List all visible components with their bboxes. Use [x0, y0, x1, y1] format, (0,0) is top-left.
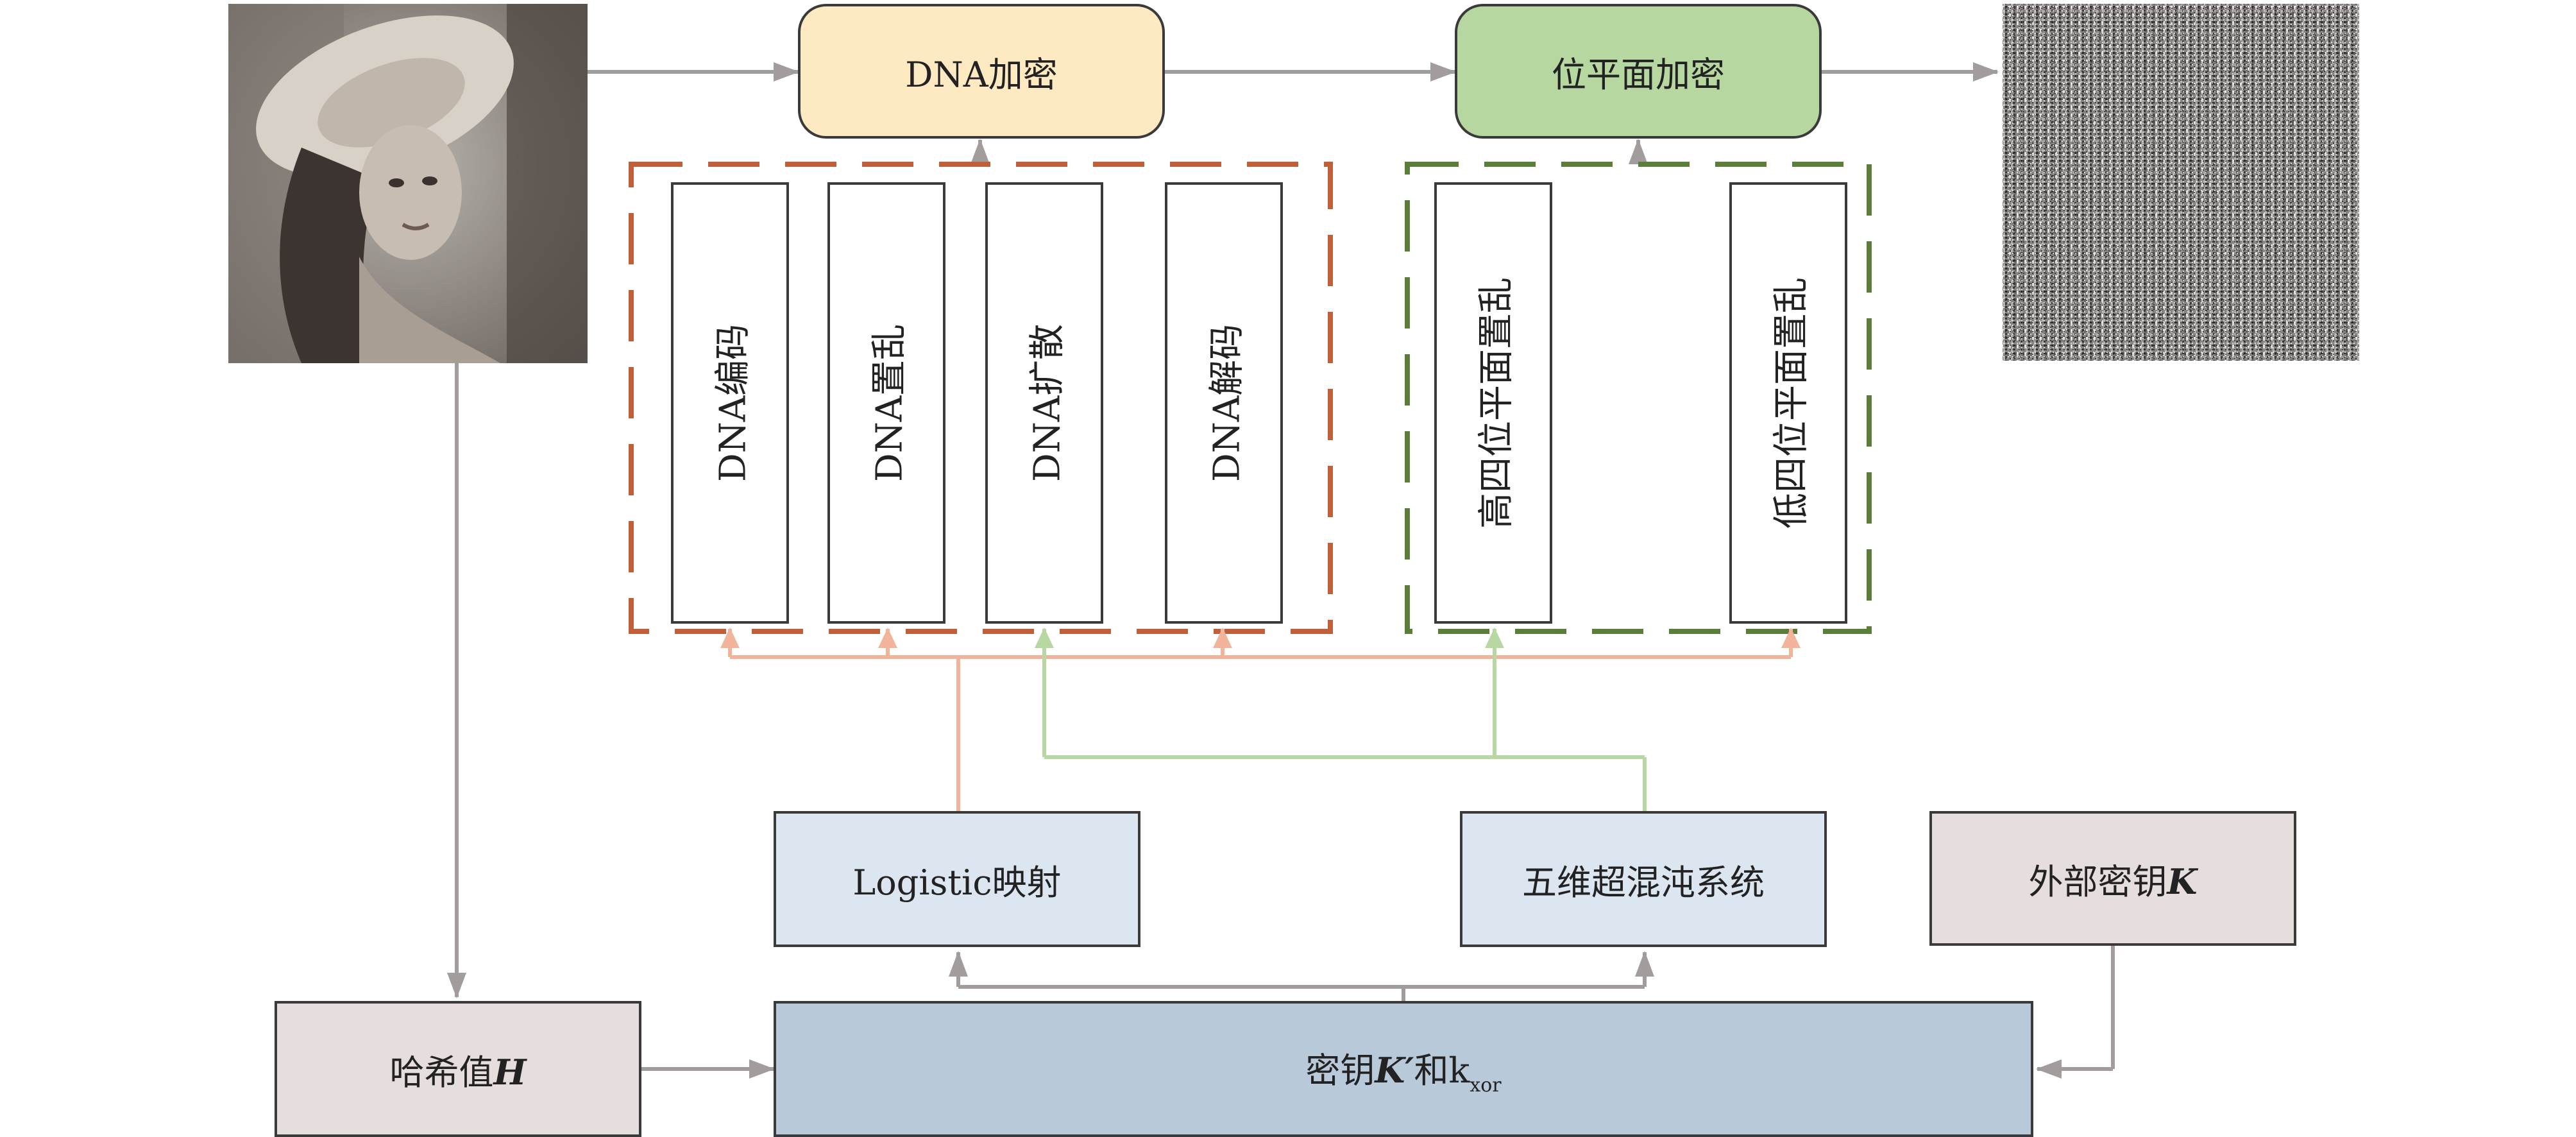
bitplane-steps-group	[1405, 162, 1872, 634]
key-label: 密钥K′和kxor	[1305, 1049, 1502, 1097]
dna-step-diffuse: DNA扩散	[985, 182, 1103, 624]
bitplane-step-low-label: 低四位平面置乱	[1770, 277, 1813, 529]
dna-step-encode: DNA编码	[671, 182, 789, 624]
logistic-map-box: Logistic映射	[774, 811, 1140, 947]
chaos-connections	[1035, 628, 1647, 811]
key-to-sources-connections	[949, 951, 1654, 1001]
dna-step-permute: DNA置乱	[827, 182, 945, 624]
hyperchaos-box: 五维超混沌系统	[1460, 811, 1827, 947]
bitplane-encrypt-label: 位平面加密	[1552, 54, 1725, 95]
arrow-external-key-to-key	[2036, 946, 2115, 1079]
dna-step-decode: DNA解码	[1165, 182, 1283, 624]
bitplane-step-high-label: 高四位平面置乱	[1475, 277, 1518, 529]
dna-encrypt-label: DNA加密	[905, 54, 1058, 95]
bitplane-step-high: 高四位平面置乱	[1434, 182, 1552, 624]
hash-value-box: 哈希值H	[275, 1001, 641, 1137]
dna-step-encode-label: DNA编码	[712, 323, 754, 483]
dna-step-diffuse-label: DNA扩散	[1026, 323, 1069, 483]
hash-value-label: 哈希值H	[389, 1051, 527, 1093]
key-box: 密钥K′和kxor	[774, 1001, 2033, 1137]
bitplane-step-low: 低四位平面置乱	[1729, 182, 1847, 624]
logistic-connections	[720, 628, 1801, 811]
dna-encrypt-stage: DNA加密	[798, 4, 1165, 139]
hyperchaos-label: 五维超混沌系统	[1522, 862, 1765, 903]
external-key-box: 外部密钥K	[1929, 811, 2296, 946]
bitplane-encrypt-stage: 位平面加密	[1455, 4, 1822, 139]
dna-steps-group	[629, 162, 1333, 634]
dna-step-decode-label: DNA解码	[1206, 323, 1248, 483]
external-key-label: 外部密钥K	[2028, 860, 2198, 902]
output-cipher-image	[2003, 4, 2359, 361]
logistic-map-label: Logistic映射	[852, 862, 1062, 903]
input-image	[228, 4, 588, 363]
dna-step-permute-label: DNA置乱	[869, 323, 911, 483]
